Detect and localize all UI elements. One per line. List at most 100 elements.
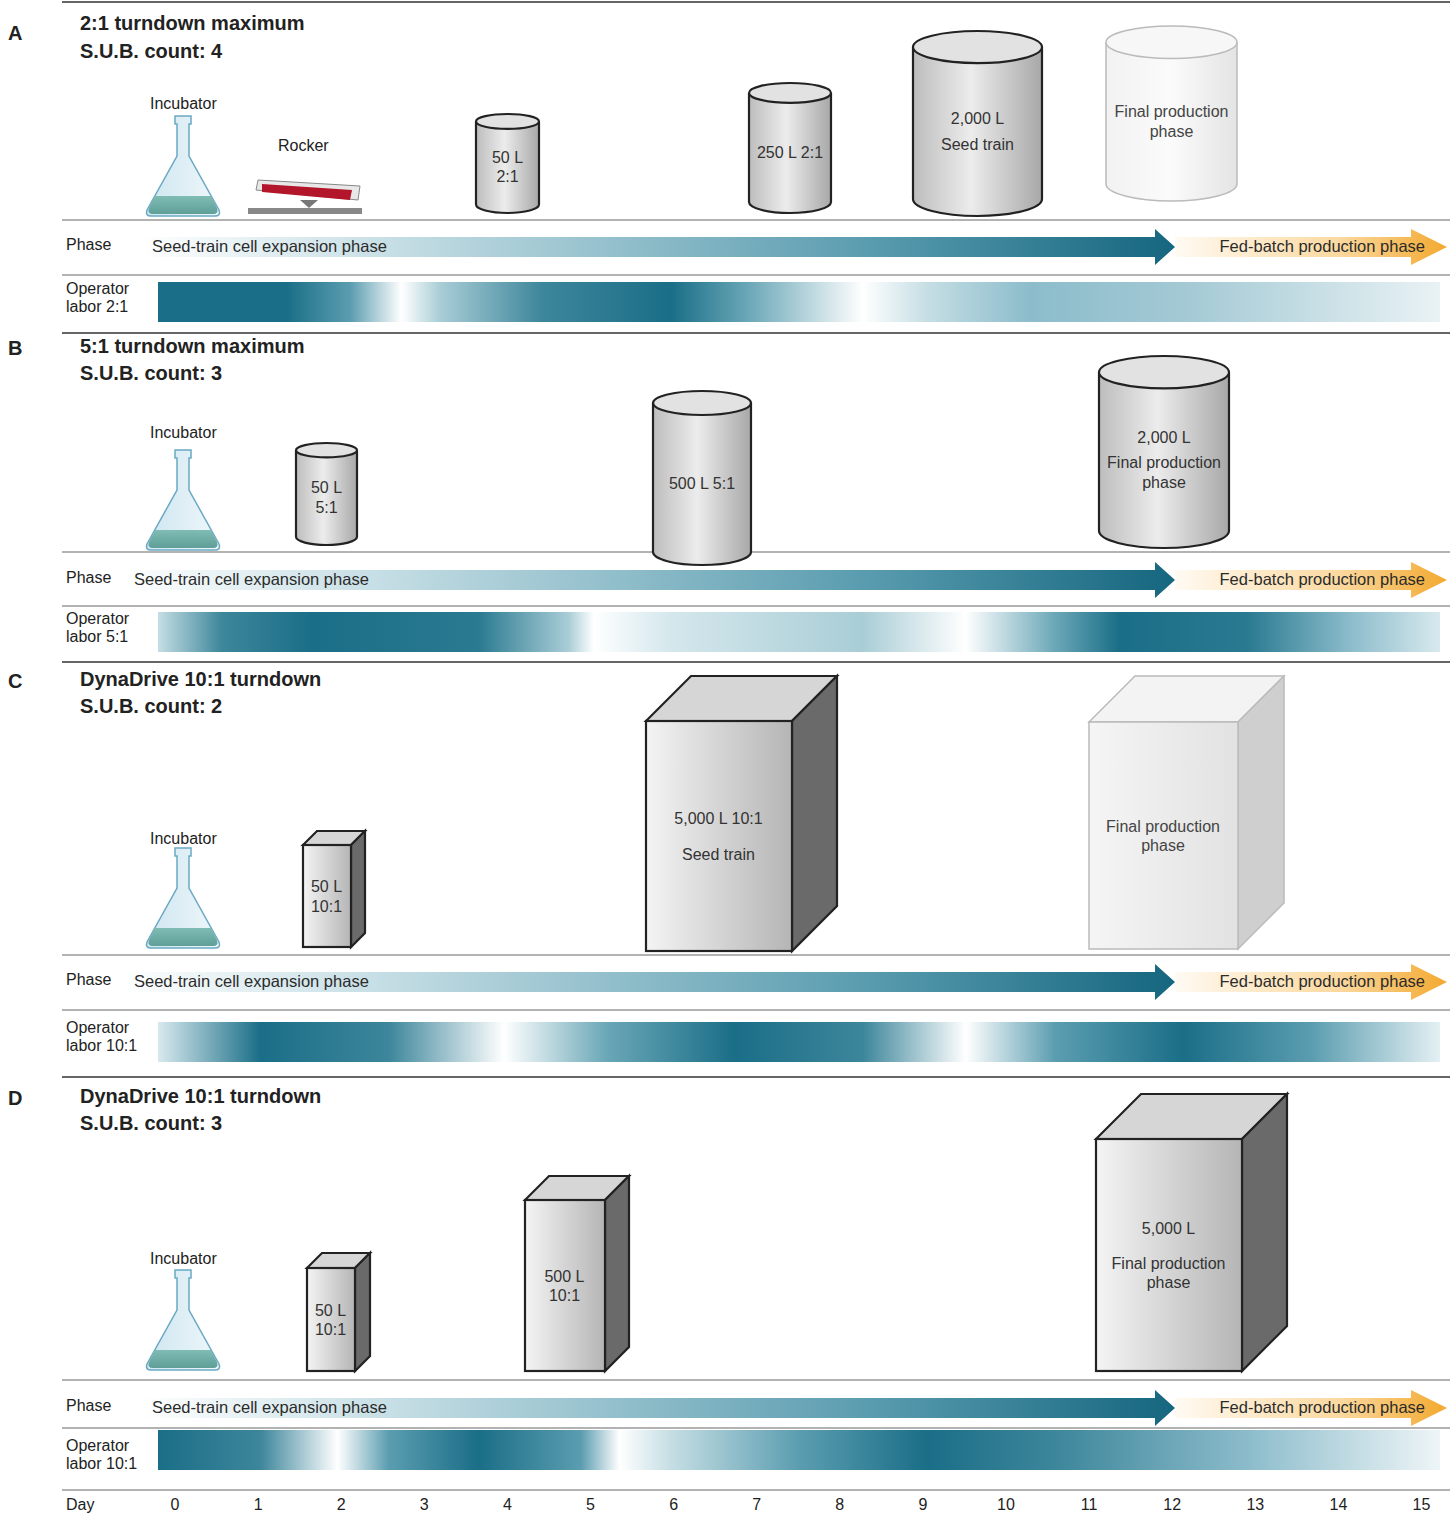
phase-arrow: Seed-train cell expansion phase [140, 1390, 1175, 1426]
panel-label: Phase [66, 1397, 111, 1415]
vessel-label: Fed-batch production phase [1220, 570, 1425, 590]
vessel-label: Seed train [682, 845, 755, 864]
vessel-body [296, 450, 357, 545]
bioreactor-vessel: 5,000 L 10:1Seed train [645, 675, 838, 952]
panel-letter: DynaDrive 10:1 turndown [80, 668, 321, 691]
vessel-label: 250 L 2:1 [757, 143, 823, 162]
bioreactor-vessel: 50 L 2:1 [475, 113, 540, 213]
vessel-body [913, 47, 1042, 216]
day-tick: 11 [1069, 1496, 1109, 1514]
day-tick: 2 [321, 1496, 361, 1514]
vessel-label: 5,000 L 10:1 [674, 809, 762, 828]
vessel-body [1099, 372, 1229, 548]
panel-letter: 5:1 turndown maximum [80, 335, 304, 358]
panel-label: Operator labor 2:1 [66, 280, 146, 317]
panel-letter: S.U.B. count: 3 [80, 1112, 222, 1135]
vessel-label: Final production phase [1102, 453, 1226, 491]
panel-label: Incubator [150, 830, 217, 848]
operator-labor-bar [158, 612, 1440, 652]
bioreactor-vessel: 50 L 10:1 [302, 830, 366, 948]
phase-arrow: Seed-train cell expansion phase [122, 964, 1175, 1000]
panel-label: Phase [66, 236, 111, 254]
bioreactor-vessel: 500 L 5:1 [652, 390, 752, 565]
panel-letter: 2:1 turndown maximum [80, 12, 304, 35]
vessel-label: Fed-batch production phase [1220, 237, 1425, 257]
vessel-outline [1088, 675, 1285, 950]
vessel-label: Final production phase [1109, 102, 1234, 140]
panel-rules [62, 2, 1450, 1490]
day-tick: 6 [654, 1496, 694, 1514]
day-tick: 4 [487, 1496, 527, 1514]
vessel-body [1106, 42, 1237, 201]
panel-label: Operator labor 10:1 [66, 1437, 146, 1474]
bioreactor-vessel: 500 L 10:1 [524, 1175, 630, 1372]
vessel-label: Fed-batch production phase [1220, 1398, 1425, 1418]
vessel-label: Seed train [941, 135, 1014, 154]
phase-arrow: Fed-batch production phase [1175, 1390, 1447, 1426]
vessel-label: 5,000 L [1142, 1219, 1195, 1238]
panel-label: Incubator [150, 95, 217, 113]
panel-letter: B [8, 337, 22, 360]
vessel-label: 500 L 10:1 [528, 1267, 601, 1305]
day-tick: 7 [737, 1496, 777, 1514]
panel-label: Operator labor 5:1 [66, 610, 146, 647]
vessel-label: Seed-train cell expansion phase [134, 570, 369, 590]
day-tick: 8 [820, 1496, 860, 1514]
phase-arrow: Seed-train cell expansion phase [122, 562, 1175, 598]
panel-label: Phase [66, 971, 111, 989]
phase-arrow: Fed-batch production phase [1175, 964, 1447, 1000]
vessel-body [749, 93, 831, 213]
vessel-label: Seed-train cell expansion phase [152, 237, 387, 257]
vessel-label: 2,000 L [951, 109, 1004, 128]
operator-labor-bar [158, 282, 1440, 322]
panel-letter: A [8, 22, 22, 45]
day-tick: 5 [571, 1496, 611, 1514]
panel-letter: S.U.B. count: 3 [80, 362, 222, 385]
panel-label: Incubator [150, 424, 217, 442]
vessel-label: Final production phase [1099, 1254, 1238, 1292]
panel-letter: S.U.B. count: 2 [80, 695, 222, 718]
bioreactor-vessel: Final production phase [1088, 675, 1285, 950]
vessel-label: Final production phase [1092, 817, 1234, 855]
day-tick: 12 [1152, 1496, 1192, 1514]
panel-letter: DynaDrive 10:1 turndown [80, 1085, 321, 1108]
bioreactor-vessel: 50 L 10:1 [306, 1252, 371, 1372]
bioreactor-vessel: 2,000 L Final production phase [1098, 355, 1230, 548]
rocker-illustration [248, 180, 362, 214]
panel-letter: C [8, 670, 22, 693]
bioreactor-vessel: 2,000 L Seed train [912, 30, 1043, 216]
bioreactor-vessel: 250 L 2:1 [748, 82, 832, 213]
vessel-body [476, 121, 539, 213]
vessel-label: 50 L 10:1 [310, 1301, 351, 1339]
vessel-outline [1098, 355, 1230, 548]
panel-letter: S.U.B. count: 4 [80, 40, 222, 63]
day-tick: 0 [155, 1496, 195, 1514]
phase-arrow: Fed-batch production phase [1175, 562, 1447, 598]
vessel-label: 2,000 L [1137, 428, 1190, 447]
vessel-body [653, 403, 751, 565]
incubator-flask [147, 116, 220, 216]
panel-label: Phase [66, 569, 111, 587]
incubator-flask [147, 1270, 220, 1370]
day-tick: 13 [1235, 1496, 1275, 1514]
vessel-label: 50 L 2:1 [479, 148, 536, 186]
bioreactor-vessel: Final production phase [1105, 25, 1238, 201]
day-tick: 10 [986, 1496, 1026, 1514]
day-tick: 3 [404, 1496, 444, 1514]
panel-letter: D [8, 1087, 22, 1110]
day-tick: 15 [1402, 1496, 1442, 1514]
panel-label: Operator labor 10:1 [66, 1019, 146, 1056]
phase-arrow: Seed-train cell expansion phase [140, 229, 1175, 265]
panel-label: Incubator [150, 1250, 217, 1268]
vessel-label: 50 L 5:1 [299, 478, 354, 516]
vessel-label: Fed-batch production phase [1220, 972, 1425, 992]
incubator-flask [147, 848, 220, 948]
incubator-flask [147, 450, 220, 550]
phase-arrow: Fed-batch production phase [1175, 229, 1447, 265]
operator-labor-bar [158, 1430, 1440, 1470]
operator-labor-bar [158, 1022, 1440, 1062]
vessel-label: Seed-train cell expansion phase [152, 1398, 387, 1418]
day-tick: 1 [238, 1496, 278, 1514]
day-tick: 9 [903, 1496, 943, 1514]
vessel-label: 500 L 5:1 [669, 474, 735, 493]
